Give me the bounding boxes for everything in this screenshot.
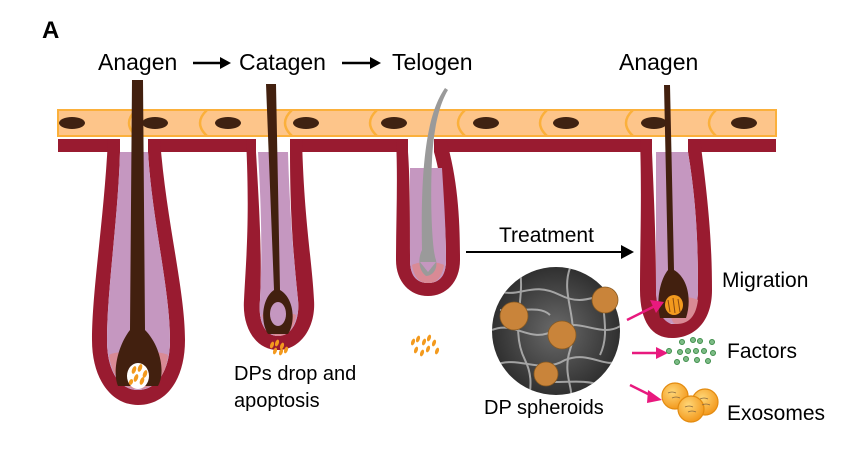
dermis-wall [58,139,776,152]
nucleus-icon [59,117,757,129]
arrow-icon [342,57,381,69]
stage-label-telogen: Telogen [392,49,473,75]
stage-label-anagen: Anagen [98,49,177,75]
pink-arrow-icon [629,383,662,403]
dp-drop-label: DPs drop and [234,363,356,385]
dp-cells-icon [269,339,289,356]
apoptosis-label: apoptosis [234,390,320,412]
panel-label: A [42,17,59,44]
dp-cells-icon [128,364,148,385]
dp-cells-icon [410,334,440,357]
treatment-arrow-icon [466,245,634,259]
pink-arrow-icon [626,300,664,322]
treatment-label: Treatment [499,224,594,247]
dp-cells-icon [667,297,681,314]
follicle-anagen-after [640,85,712,338]
factors-icon [666,337,716,365]
pink-arrow-icon [632,347,668,359]
arrow-icon [193,57,231,69]
exosomes-icon [661,382,719,423]
stage-label-catagen: Catagen [239,49,326,75]
dp-spheroids-label: DP spheroids [484,397,604,419]
epidermis-layer [57,109,777,137]
follicle-anagen [92,80,185,405]
spheroid-icon [499,286,619,387]
follicle-catagen [243,84,315,356]
follicle-telogen [396,88,460,357]
exosomes-label: Exosomes [727,402,825,425]
factors-label: Factors [727,340,797,363]
dp-spheroid-scaffold-image [492,267,620,395]
migration-label: Migration [722,269,808,292]
stage-label-anagen-after: Anagen [619,49,698,75]
